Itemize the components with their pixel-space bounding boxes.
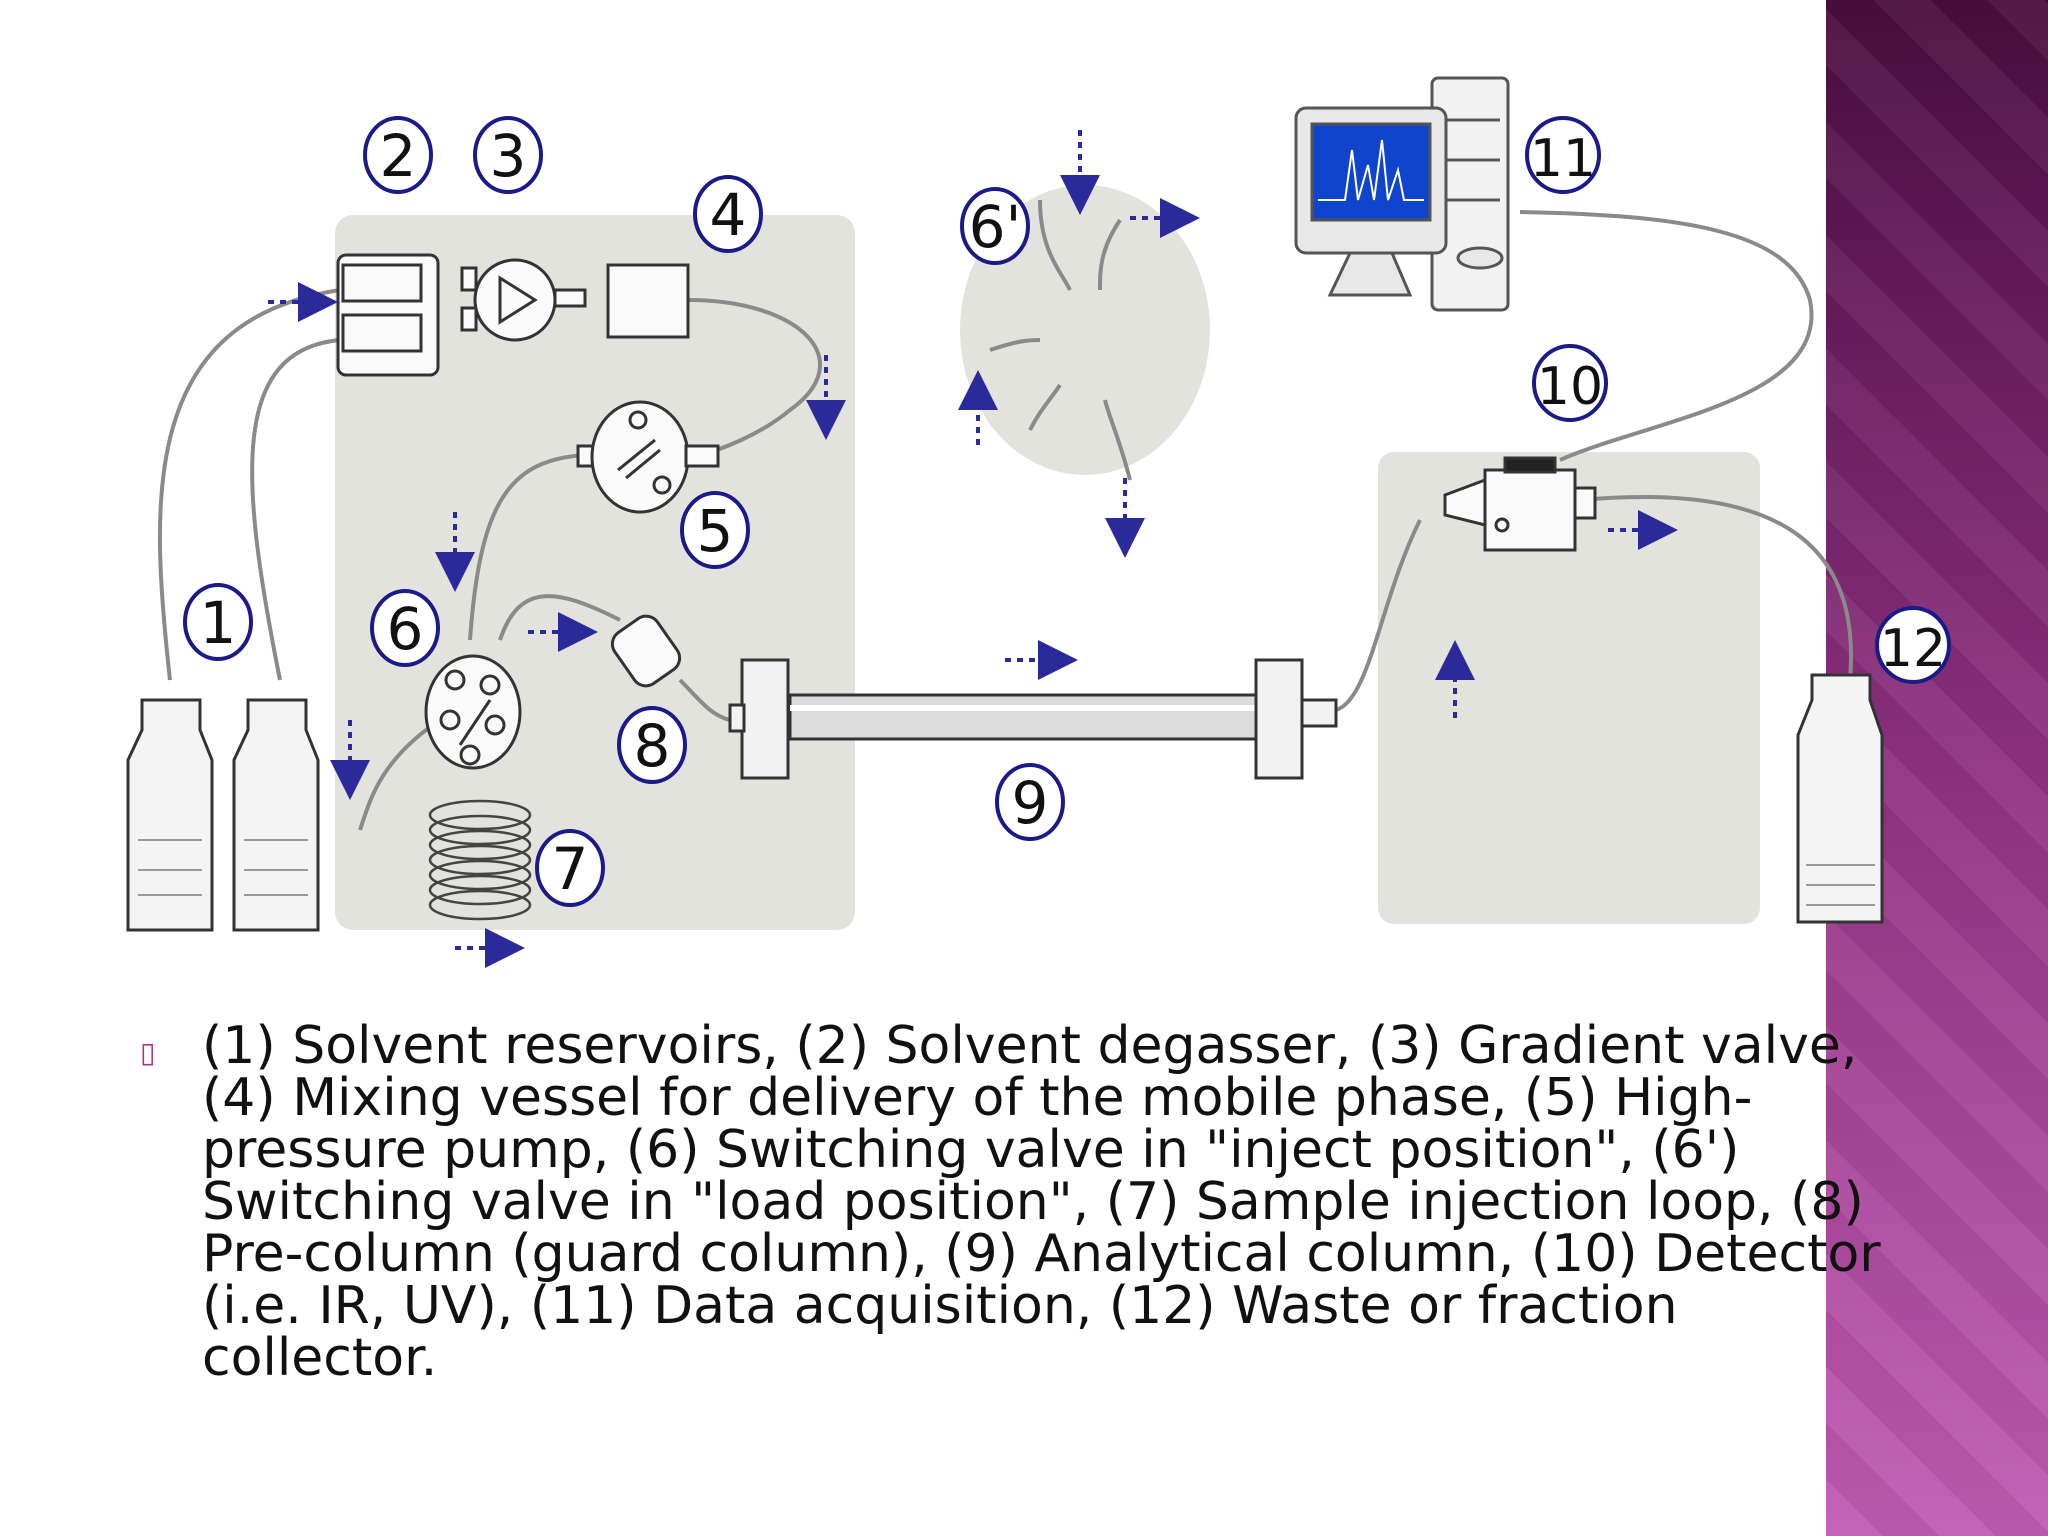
mixing-vessel <box>606 263 690 339</box>
label-circle-10 <box>1532 344 1608 422</box>
analytical-column <box>728 658 1338 780</box>
flow-arrows <box>268 130 1678 968</box>
label-2: 2 <box>380 122 417 190</box>
switching-valve-inject <box>424 654 522 770</box>
label-6: 6 <box>387 595 424 663</box>
sample-injection-loop <box>428 799 532 921</box>
label-circle-2 <box>363 116 433 194</box>
label-circle-5 <box>680 491 750 569</box>
label-circle-1 <box>183 583 253 661</box>
label-circle-6p <box>960 187 1030 265</box>
hplc-diagram: 1 2 3 4 5 6 6' 7 8 9 10 11 12 <box>126 76 1951 968</box>
high-pressure-pump <box>576 400 720 514</box>
label-8: 8 <box>634 712 671 780</box>
gradient-valve <box>460 258 587 342</box>
label-10: 10 <box>1537 357 1603 417</box>
label-3: 3 <box>490 122 527 190</box>
solvent-reservoirs <box>126 698 320 932</box>
label-5: 5 <box>697 497 734 565</box>
label-circle-3 <box>473 116 543 194</box>
label-9: 9 <box>1012 769 1049 837</box>
detector <box>1443 456 1597 552</box>
detector-panel <box>1378 452 1760 924</box>
data-acquisition-computer <box>1294 76 1510 312</box>
label-1: 1 <box>200 589 237 657</box>
label-circle-12 <box>1875 606 1951 684</box>
decorative-side-band <box>1826 0 2048 1536</box>
solvent-degasser <box>336 253 440 377</box>
label-6p: 6' <box>969 193 1022 261</box>
bullet-icon: ▯ <box>140 1036 156 1069</box>
guard-column <box>610 614 682 688</box>
label-11: 11 <box>1530 129 1596 189</box>
label-circle-4 <box>693 175 763 253</box>
load-valve-panel <box>960 185 1210 475</box>
label-circle-11 <box>1525 116 1601 194</box>
caption-text: (1) Solvent reservoirs, (2) Solvent dega… <box>202 1016 1881 1388</box>
label-4: 4 <box>710 181 747 249</box>
label-12: 12 <box>1880 619 1946 679</box>
label-circle-8 <box>617 706 687 784</box>
label-7: 7 <box>552 835 589 903</box>
label-circle-7 <box>535 829 605 907</box>
label-circle-6 <box>370 589 440 667</box>
label-circle-9 <box>995 763 1065 841</box>
component-labels <box>183 116 1951 907</box>
waste-collector <box>1796 673 1884 924</box>
